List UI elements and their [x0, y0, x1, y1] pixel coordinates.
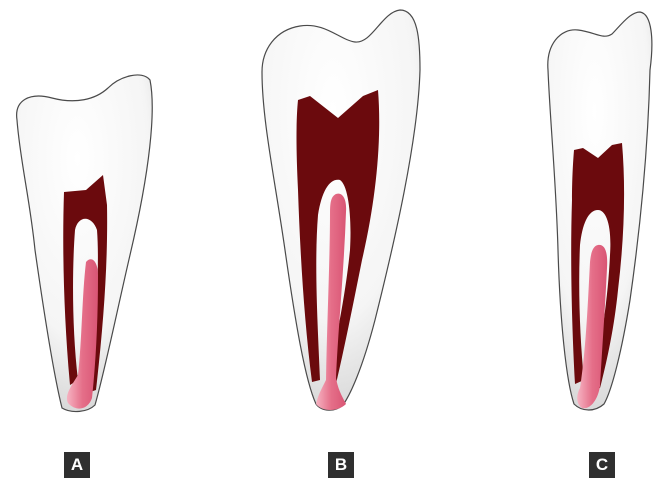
panel-label-a: A [64, 452, 90, 478]
panel-label-a-text: A [71, 455, 83, 474]
panel-label-c-text: C [596, 455, 608, 474]
tooth-b [262, 10, 420, 410]
panel-label-c: C [589, 452, 615, 478]
tooth-a [17, 75, 153, 412]
tooth-c [548, 12, 652, 410]
panel-label-b-text: B [335, 455, 347, 474]
panel-label-b: B [328, 452, 354, 478]
